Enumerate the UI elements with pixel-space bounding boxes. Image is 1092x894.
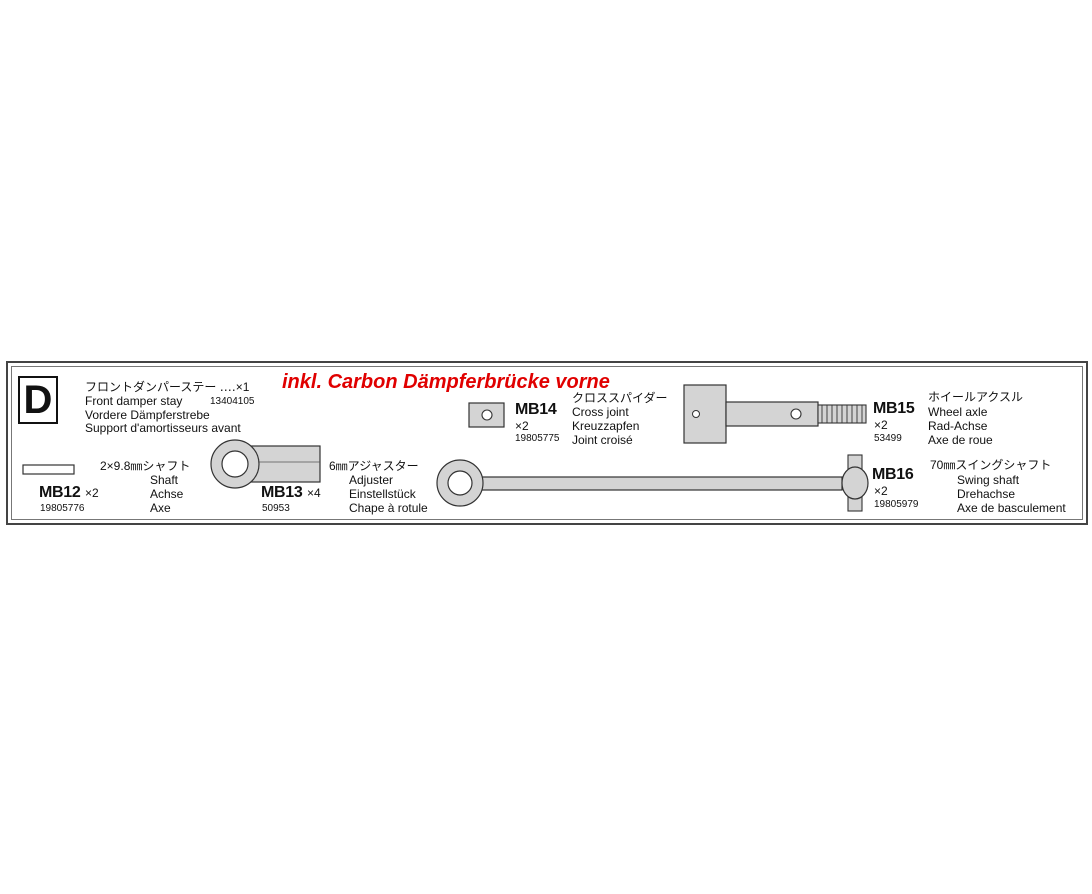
mb13-de: Einstellstück	[349, 487, 416, 501]
adjuster-icon	[210, 439, 321, 489]
shaft-icon	[22, 464, 75, 475]
mb13-label: MB13 ×4	[261, 484, 321, 502]
mb13-qty: ×4	[306, 486, 321, 500]
mb13-number: 50953	[262, 503, 290, 514]
mb15-de: Rad-Achse	[928, 419, 988, 433]
mb13-jp: 6㎜アジャスター	[329, 459, 419, 473]
mb12-de: Achse	[150, 487, 184, 501]
banner-text: inkl. Carbon Dämpferbrücke vorne	[282, 371, 610, 393]
mb14-jp: クロススパイダー	[572, 391, 668, 405]
stay-fr: Support d'amortisseurs avant	[85, 421, 241, 435]
mb13-en: Adjuster	[349, 473, 394, 487]
mb15-jp: ホイールアクスル	[928, 390, 1024, 404]
mb14-en: Cross joint	[572, 405, 629, 419]
mb13-code: MB13	[261, 484, 303, 501]
mb15-fr: Axe de roue	[928, 433, 993, 447]
stay-en: Front damper stay	[85, 394, 183, 408]
section-letter: D	[18, 376, 58, 424]
mb14-number: 19805775	[515, 433, 560, 444]
mb14-qty: ×2	[515, 419, 529, 433]
mb15-en: Wheel axle	[928, 405, 988, 419]
parts-panel-inner	[11, 366, 1083, 520]
mb16-code: MB16	[872, 466, 914, 483]
parts-panel: D inkl. Carbon Dämpferbrücke vorne フロントダ…	[6, 361, 1088, 525]
wheel-axle-icon	[683, 384, 867, 444]
mb12-label: MB12 ×2	[39, 484, 99, 502]
mb12-code: MB12	[39, 484, 81, 501]
mb16-qty: ×2	[874, 484, 888, 498]
mb12-number: 19805776	[40, 503, 85, 514]
mb15-code: MB15	[873, 400, 915, 417]
mb16-number: 19805979	[874, 499, 919, 510]
mb13-fr: Chape à rotule	[349, 501, 428, 515]
mb16-en: Swing shaft	[957, 473, 1020, 487]
mb15-qty: ×2	[874, 418, 888, 432]
mb14-code: MB14	[515, 401, 557, 418]
stay-jp: フロントダンパーステー ‥‥×1	[85, 380, 250, 394]
mb12-qty: ×2	[84, 486, 99, 500]
cross-joint-icon	[468, 402, 505, 428]
stay-number: 13404105	[210, 396, 255, 407]
stay-de: Vordere Dämpferstrebe	[85, 408, 210, 422]
mb12-en: Shaft	[150, 473, 179, 487]
mb14-de: Kreuzzapfen	[572, 419, 640, 433]
mb12-fr: Axe	[150, 501, 171, 515]
mb16-de: Drehachse	[957, 487, 1016, 501]
mb16-fr: Axe de basculement	[957, 501, 1066, 515]
mb12-jp: 2×9.8㎜シャフト	[100, 459, 191, 473]
mb15-number: 53499	[874, 433, 902, 444]
swing-shaft-icon	[436, 454, 869, 512]
mb16-jp: 70㎜スイングシャフト	[930, 458, 1052, 472]
mb14-fr: Joint croisé	[572, 433, 633, 447]
